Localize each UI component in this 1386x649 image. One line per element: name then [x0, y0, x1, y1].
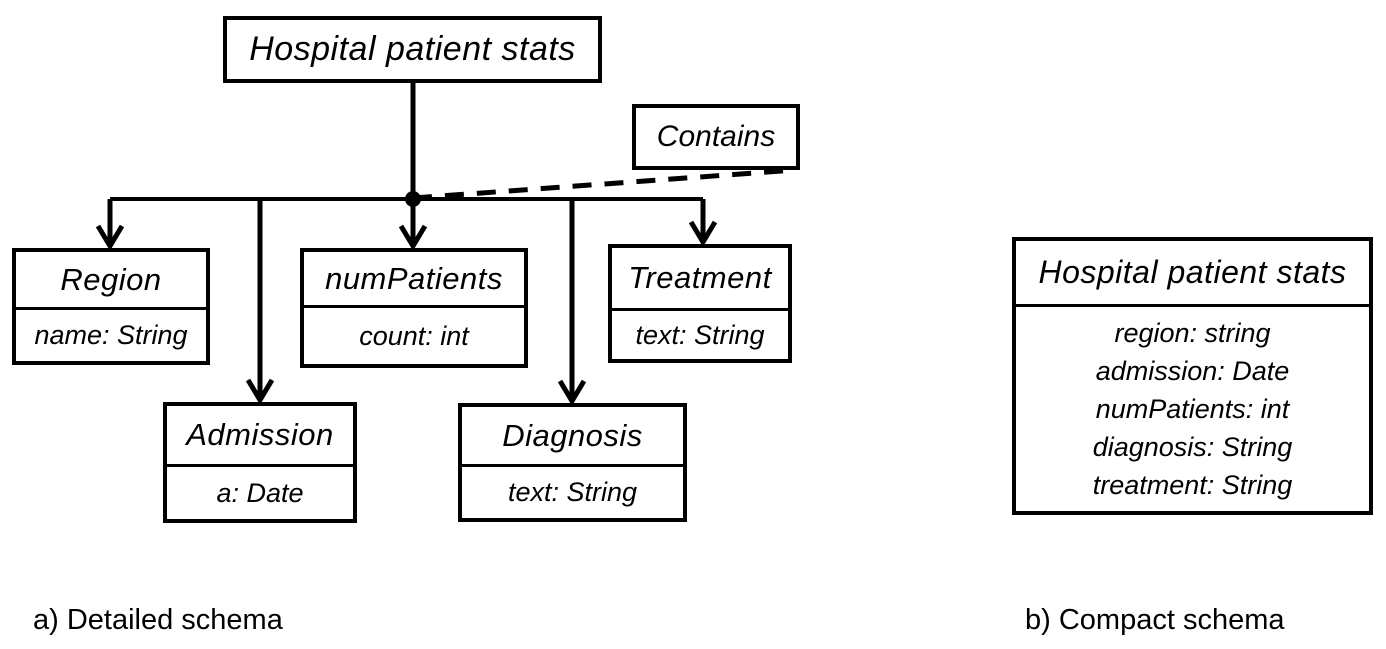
compact-attribute-diagnosis: diagnosis: String [1092, 432, 1293, 462]
compact-attribute-numpatients: numPatients: int [1095, 394, 1290, 424]
node-numpatients-title: numPatients [325, 260, 503, 296]
compact-schema-attributes: region: string admission: Date numPatien… [1016, 304, 1369, 511]
arrow-treatment-head [688, 220, 718, 247]
node-treatment-title: Treatment [628, 260, 772, 295]
node-numpatients: numPatients count: int [300, 248, 528, 368]
node-admission-attribute: a: Date [167, 464, 353, 519]
node-admission-title: Admission [186, 417, 334, 452]
node-admission: Admission a: Date [163, 402, 357, 523]
caption-compact-schema: b) Compact schema [1025, 604, 1285, 636]
node-treatment: Treatment text: String [608, 244, 792, 363]
node-region: Region name: String [12, 248, 210, 365]
contains-relationship-label: Contains [656, 120, 776, 153]
arrow-region-head [95, 224, 125, 251]
compact-attribute-admission: admission: Date [1095, 356, 1290, 386]
node-diagnosis-attribute: text: String [462, 464, 683, 518]
node-region-attribute: name: String [16, 307, 206, 361]
node-region-title: Region [60, 261, 162, 297]
compact-attribute-region: region: string [1114, 318, 1271, 348]
arrow-admission-head [245, 378, 275, 405]
arrow-diagnosis-head [557, 379, 587, 406]
node-diagnosis: Diagnosis text: String [458, 403, 687, 522]
node-diagnosis-title: Diagnosis [502, 417, 643, 453]
root-entity-label: Hospital patient stats [249, 30, 576, 68]
arrow-numpatients-head [398, 224, 428, 251]
node-treatment-attribute: text: String [612, 308, 788, 359]
caption-detailed-schema: a) Detailed schema [33, 604, 283, 636]
compact-schema-title: Hospital patient stats [1038, 254, 1347, 290]
compact-schema-box: Hospital patient stats region: string ad… [1012, 237, 1373, 515]
contains-link-dashed [412, 167, 796, 201]
compact-attribute-treatment: treatment: String [1092, 470, 1293, 500]
contains-relationship-box: Contains [632, 104, 800, 170]
root-entity-box: Hospital patient stats [223, 16, 602, 83]
node-numpatients-attribute: count: int [304, 305, 524, 364]
